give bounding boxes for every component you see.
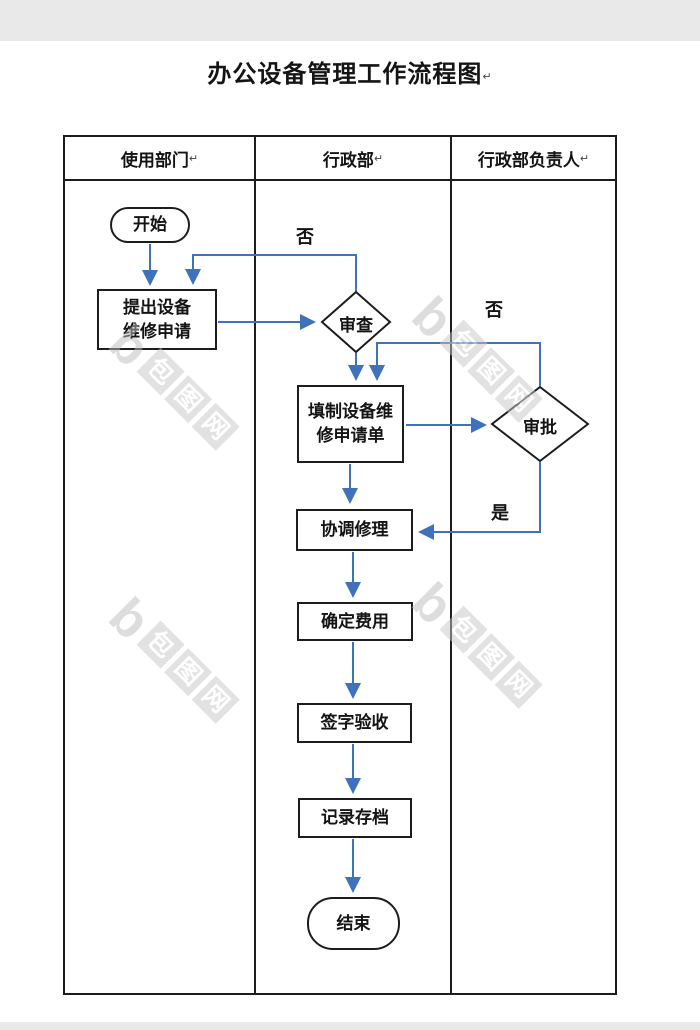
node-approve-decision-label: 审批 (523, 418, 557, 437)
connector-approve-yes-to-repair (418, 462, 541, 540)
node-record-archive-label: 记录存档 (321, 808, 389, 827)
node-determine-cost: 确定费用 (297, 602, 413, 641)
node-end-label: 结束 (336, 913, 371, 933)
paragraph-mark-icon: ↵ (579, 152, 590, 165)
lane-divider-1 (254, 137, 256, 993)
lane-divider-2 (450, 137, 452, 993)
node-determine-cost-label: 确定费用 (321, 611, 389, 631)
node-start: 开始 (110, 207, 190, 243)
header-separator (65, 179, 615, 181)
node-coordinate-repair: 协调修理 (296, 509, 413, 551)
edge-label-review-no: 否 (296, 227, 314, 247)
connector-review-no-loop (185, 254, 357, 291)
node-sign-acceptance-label: 签字验收 (320, 713, 389, 732)
lane-header-admin-department: 行政部↵ (256, 137, 450, 179)
node-coordinate-repair-label: 协调修理 (320, 520, 389, 539)
flowchart-title-text: 办公设备管理工作流程图 (207, 61, 483, 88)
node-review-decision-label: 审查 (339, 316, 373, 335)
node-sign-acceptance: 签字验收 (297, 703, 412, 743)
node-end: 结束 (307, 897, 400, 950)
edge-label-approve-no: 否 (485, 300, 503, 320)
lane-header-label: 使用部门 (120, 150, 189, 170)
lane-header-label: 行政部 (322, 150, 374, 170)
node-fill-form: 填制设备维 修申请单 (297, 385, 404, 463)
paragraph-mark-icon: ↵ (188, 152, 199, 165)
review-diamond-shape (320, 290, 392, 354)
paragraph-mark-icon: ↵ (373, 152, 384, 165)
connector-approve-no-loop (369, 342, 541, 386)
edge-label-approve-yes: 是 (491, 503, 509, 523)
node-start-label: 开始 (133, 215, 167, 234)
swimlane-table: 使用部门↵ 行政部↵ 行政部负责人↵ (63, 135, 617, 995)
lane-header-using-department: 使用部门↵ (65, 137, 254, 179)
node-submit-request: 提出设备 维修申请 (97, 289, 217, 350)
node-submit-request-line1: 提出设备 (123, 297, 191, 317)
node-record-archive: 记录存档 (298, 798, 412, 838)
node-fill-form-line1: 填制设备维 (308, 402, 393, 421)
node-submit-request-line2: 维修申请 (123, 321, 191, 341)
lane-header-label: 行政部负责人 (477, 150, 580, 170)
node-fill-form-line2: 修申请单 (316, 426, 385, 445)
flowchart-title: 办公设备管理工作流程图↵ (0, 54, 700, 89)
paragraph-mark-icon: ↵ (482, 71, 493, 83)
lane-header-admin-manager: 行政部负责人↵ (452, 137, 615, 179)
